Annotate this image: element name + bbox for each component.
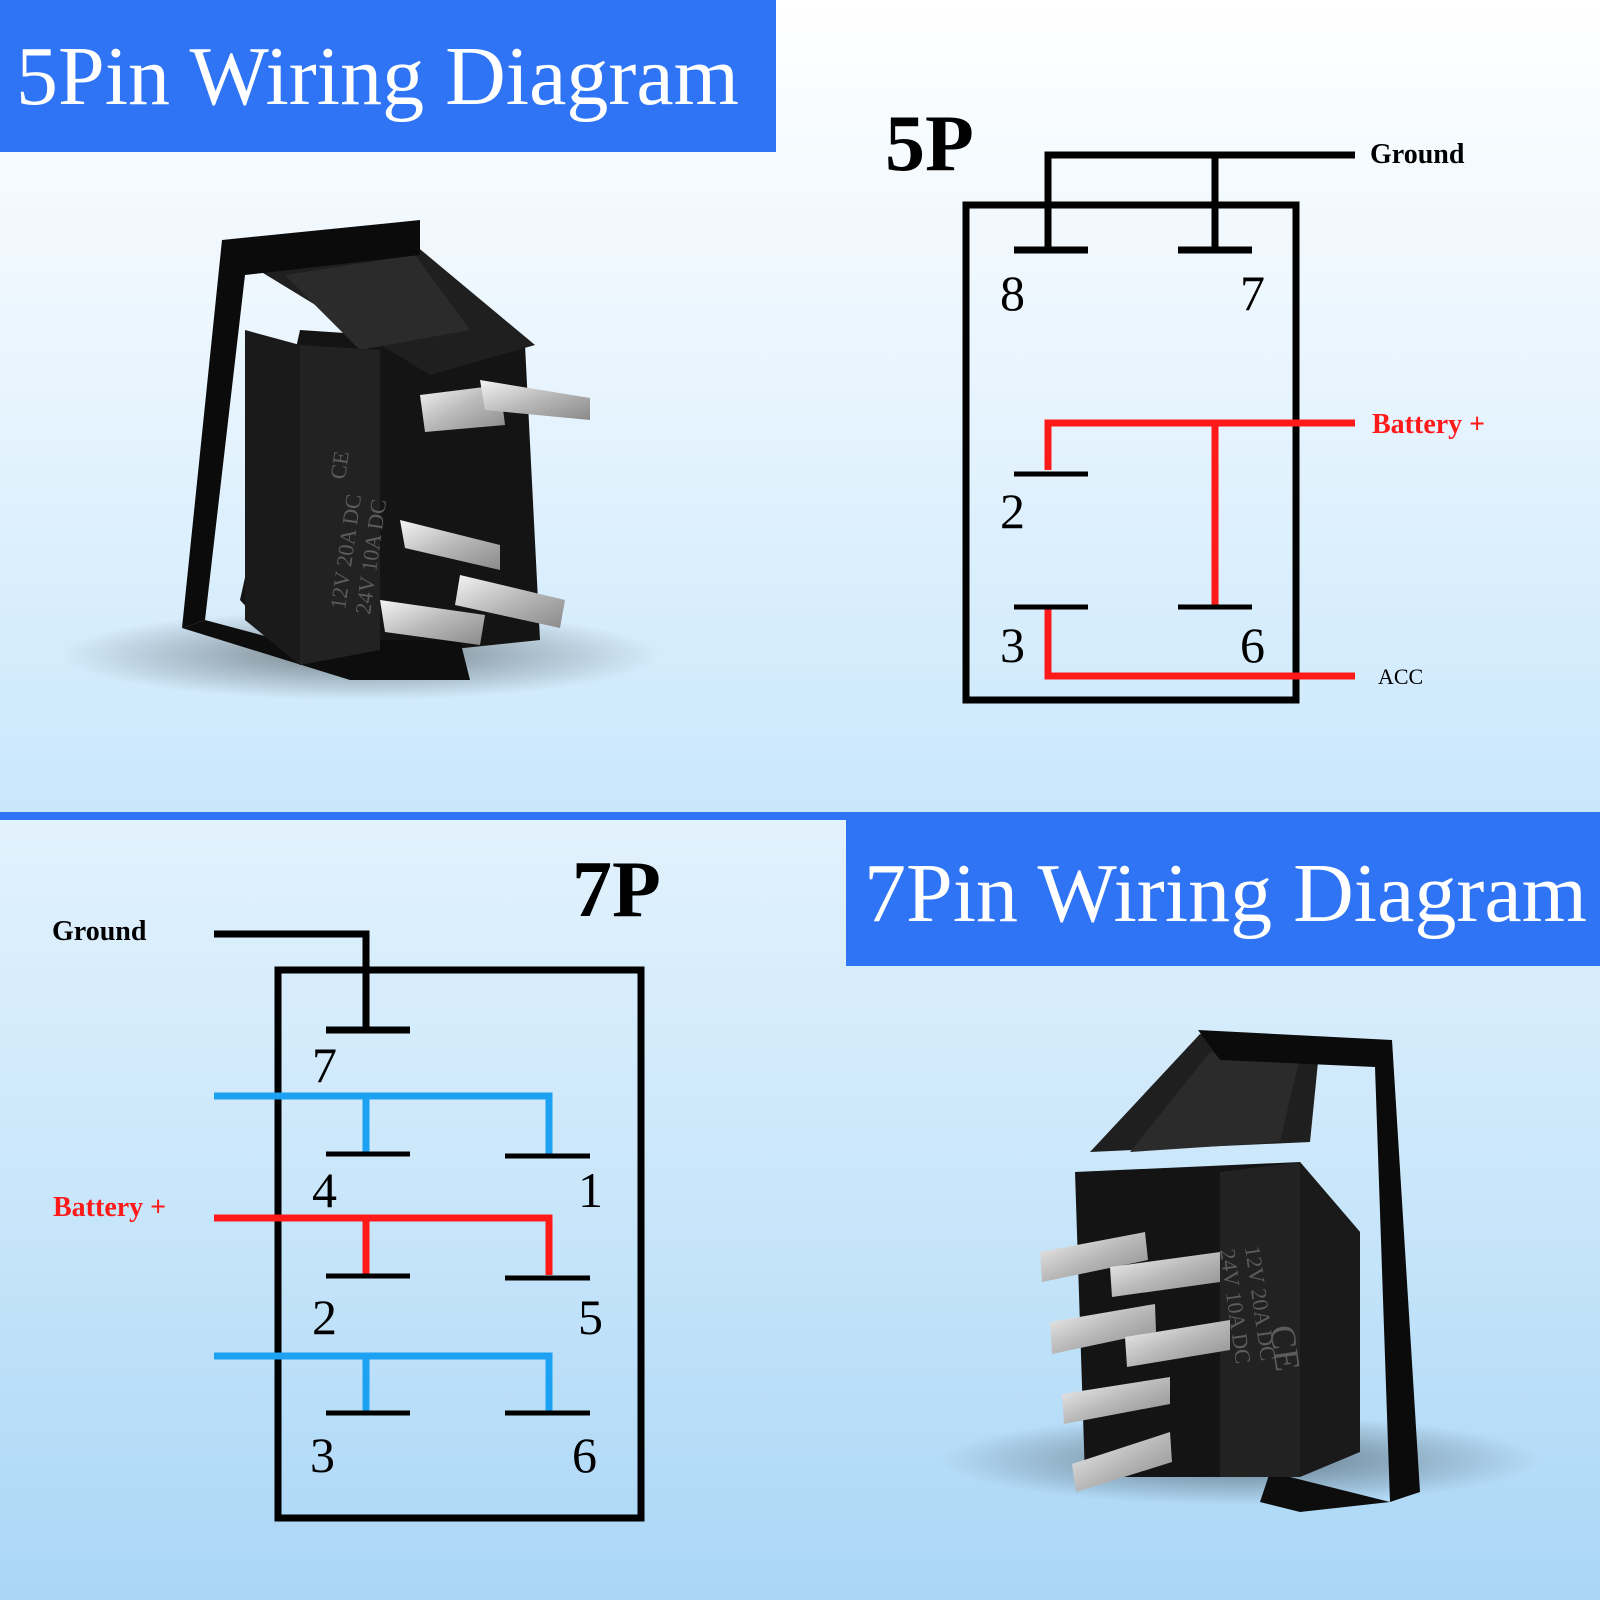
signal-wire-upper-7p [214, 1092, 553, 1154]
pin-5p-8: 8 [1000, 265, 1025, 321]
wiring-diagram-7p: 7P 7 4 1 2 5 3 6 Ground Battery [52, 846, 661, 1522]
switch-box-7p [274, 966, 645, 1522]
banner-7pin-title: 7Pin Wiring Diagram [846, 820, 1600, 966]
ground-wire-7p [214, 930, 410, 1034]
pin-contacts-upper-7p [326, 1151, 590, 1159]
wire-label-battery-5p: Battery + [1372, 409, 1485, 440]
rocker-switch-5pin-photo: CE 12V 20A DC 24V 10A DC [60, 220, 660, 700]
pin-7p-5: 5 [578, 1289, 603, 1345]
switch-marking-ce-7p: CE [1262, 1323, 1308, 1374]
ground-wire-5p [1014, 151, 1355, 254]
pin-5p-2: 2 [1000, 483, 1025, 539]
wire-label-acc-5p: ACC [1378, 664, 1423, 689]
pin-contacts-5p [1014, 471, 1252, 610]
pin-7p-3: 3 [310, 1427, 335, 1483]
signal-wire-lower-7p [214, 1352, 553, 1412]
pin-5p-7: 7 [1240, 265, 1265, 321]
pin-7p-7: 7 [312, 1037, 337, 1093]
battery-wire-5p [1044, 419, 1355, 606]
diagram-label-7p: 7P [572, 846, 661, 934]
diagram-label-5p: 5P [885, 100, 974, 188]
pin-contacts-middle-7p [326, 1273, 590, 1281]
wire-label-battery-7p: Battery + [53, 1192, 166, 1223]
banner-5pin-title: 5Pin Wiring Diagram [0, 0, 776, 152]
pin-7p-2: 2 [312, 1289, 337, 1345]
wiring-diagram-5p: 5P 8 7 2 3 6 Ground Battery + ACC [885, 100, 1485, 704]
section-divider [0, 812, 1600, 820]
wire-label-ground-7p: Ground [52, 916, 147, 947]
switch-box-5p [962, 201, 1300, 704]
switch-marking-ce-5p: CE [325, 449, 354, 480]
pin-7p-4: 4 [312, 1162, 337, 1218]
pin-7p-1: 1 [578, 1162, 603, 1218]
wire-label-ground-5p: Ground [1370, 139, 1465, 170]
battery-wire-7p [214, 1214, 553, 1275]
acc-wire-5p [1044, 606, 1355, 680]
rocker-switch-7pin-photo: 12V 20A DC 24V 10A DC CE [940, 1030, 1540, 1512]
pin-5p-3: 3 [1000, 617, 1025, 673]
pin-7p-6: 6 [572, 1427, 597, 1483]
pin-5p-6: 6 [1240, 617, 1265, 673]
